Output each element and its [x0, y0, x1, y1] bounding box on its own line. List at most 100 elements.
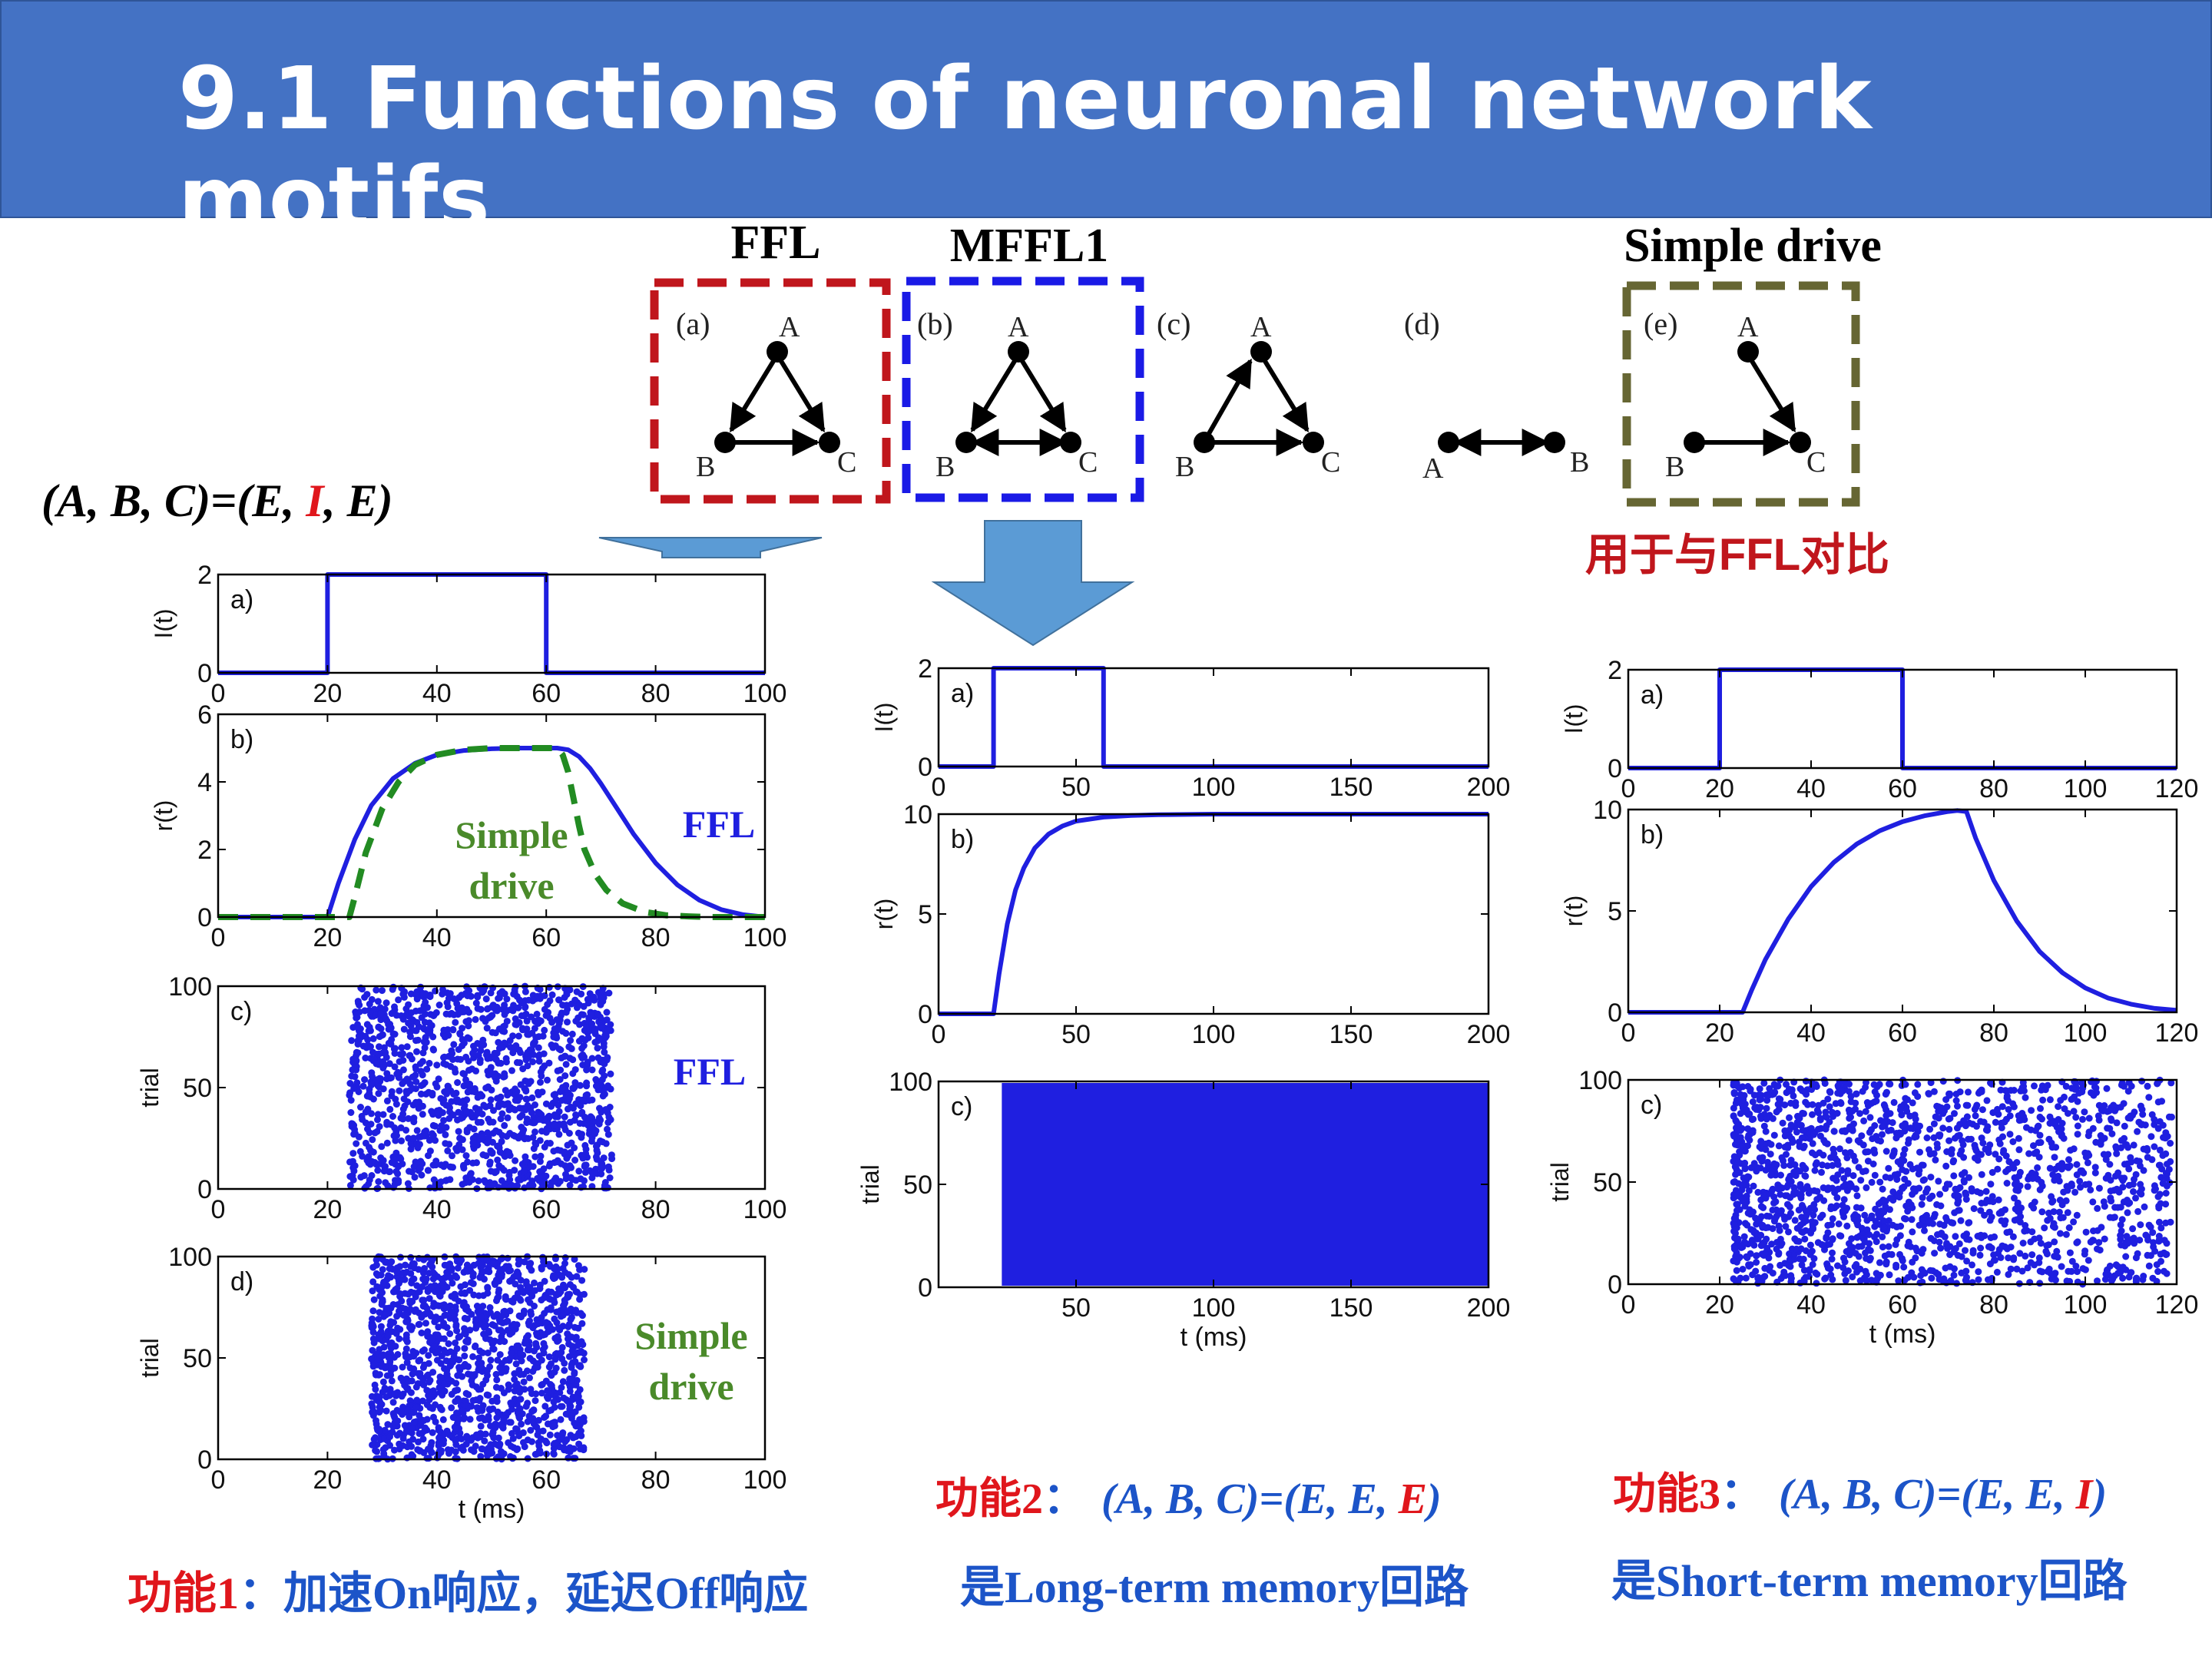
spike [1998, 1124, 2005, 1131]
spike [1879, 1131, 1886, 1138]
spike [1930, 1134, 1938, 1141]
spike [501, 1073, 508, 1081]
spike [377, 1406, 385, 1414]
spike [1730, 1275, 1737, 1283]
spike [395, 1162, 402, 1170]
spike [597, 1164, 604, 1171]
spike [581, 1356, 588, 1363]
spike [1758, 1157, 1766, 1165]
spike [1847, 1098, 1855, 1105]
spike [492, 1029, 499, 1037]
series-line-0 [939, 812, 1488, 1016]
spike [426, 1137, 433, 1144]
spike [580, 1349, 588, 1357]
spike [1743, 1254, 1751, 1261]
spike [1947, 1277, 1955, 1284]
x-tick-label: 100 [743, 1195, 787, 1224]
spike [515, 1134, 522, 1142]
spike [1806, 1241, 1814, 1249]
spike [2102, 1156, 2110, 1164]
spike [466, 1171, 474, 1178]
spike [420, 1256, 428, 1263]
spike [541, 1062, 548, 1070]
spike [1736, 1084, 1743, 1092]
spike [536, 1110, 544, 1117]
spike [1960, 1154, 1968, 1161]
spike [458, 1435, 465, 1442]
spike [559, 1002, 567, 1009]
spike [429, 1335, 436, 1343]
spike [503, 1007, 511, 1015]
spike [1846, 1251, 1853, 1259]
spike [607, 1070, 614, 1078]
spike-raster [368, 1253, 588, 1463]
node-label-c: C [1806, 446, 1826, 478]
spike [603, 1008, 611, 1016]
spike [543, 1114, 551, 1122]
spike [1951, 1110, 1958, 1118]
node-label-b: B [935, 451, 955, 483]
spike [561, 1148, 568, 1156]
spike [551, 1113, 559, 1121]
spike [442, 1010, 450, 1018]
spike [486, 1158, 494, 1166]
spike [357, 1104, 364, 1111]
spike [517, 1296, 525, 1304]
spike [428, 1439, 435, 1446]
spike [478, 1267, 486, 1275]
spike [445, 1340, 452, 1347]
spike [1909, 1099, 1916, 1107]
spike [541, 1294, 548, 1301]
x-tick-label: 80 [641, 1195, 671, 1224]
spike [1956, 1184, 1964, 1191]
spike [561, 1299, 568, 1306]
spike [2162, 1251, 2170, 1258]
spike [553, 1319, 561, 1326]
spike [2043, 1250, 2051, 1258]
spike [1785, 1262, 1793, 1270]
spike [1839, 1264, 1847, 1271]
spike [584, 995, 591, 1003]
spike [496, 989, 504, 997]
x-tick-label: 60 [531, 923, 561, 952]
spike [440, 1320, 448, 1327]
spike [1834, 1185, 1842, 1193]
spike [473, 1303, 481, 1310]
x-tick-label: 20 [313, 1465, 342, 1495]
spike [506, 1330, 514, 1338]
spike [2024, 1264, 2032, 1272]
spike [1975, 1268, 1982, 1276]
spike [367, 1121, 375, 1128]
spike [573, 1273, 581, 1280]
spike [518, 1357, 525, 1365]
spike [1906, 1112, 1914, 1120]
node-label-c: C [1321, 446, 1340, 478]
spike [425, 1352, 432, 1359]
spike [1821, 1275, 1829, 1283]
spike [2054, 1253, 2061, 1261]
spike [1855, 1243, 1863, 1250]
x-tick-label: 20 [313, 1195, 342, 1224]
spike [369, 1035, 377, 1042]
spike [1863, 1184, 1870, 1191]
spike [524, 1031, 531, 1038]
y-axis-label: I(t) [1560, 704, 1588, 733]
spike [389, 1399, 397, 1406]
spike [607, 1021, 614, 1028]
spike [433, 1061, 441, 1069]
spike [558, 1273, 566, 1281]
spike [564, 1397, 571, 1405]
spike [373, 986, 380, 994]
spike [2049, 1197, 2057, 1205]
spike [2016, 1218, 2024, 1226]
spike [366, 1093, 374, 1101]
node-a [1737, 341, 1759, 363]
spike [561, 1113, 568, 1121]
spike [504, 1317, 512, 1325]
spike [2135, 1118, 2143, 1126]
spike [1849, 1172, 1857, 1180]
spike [2005, 1106, 2012, 1113]
spike [541, 1402, 549, 1410]
spike [1863, 1271, 1870, 1279]
spike [2008, 1161, 2016, 1168]
